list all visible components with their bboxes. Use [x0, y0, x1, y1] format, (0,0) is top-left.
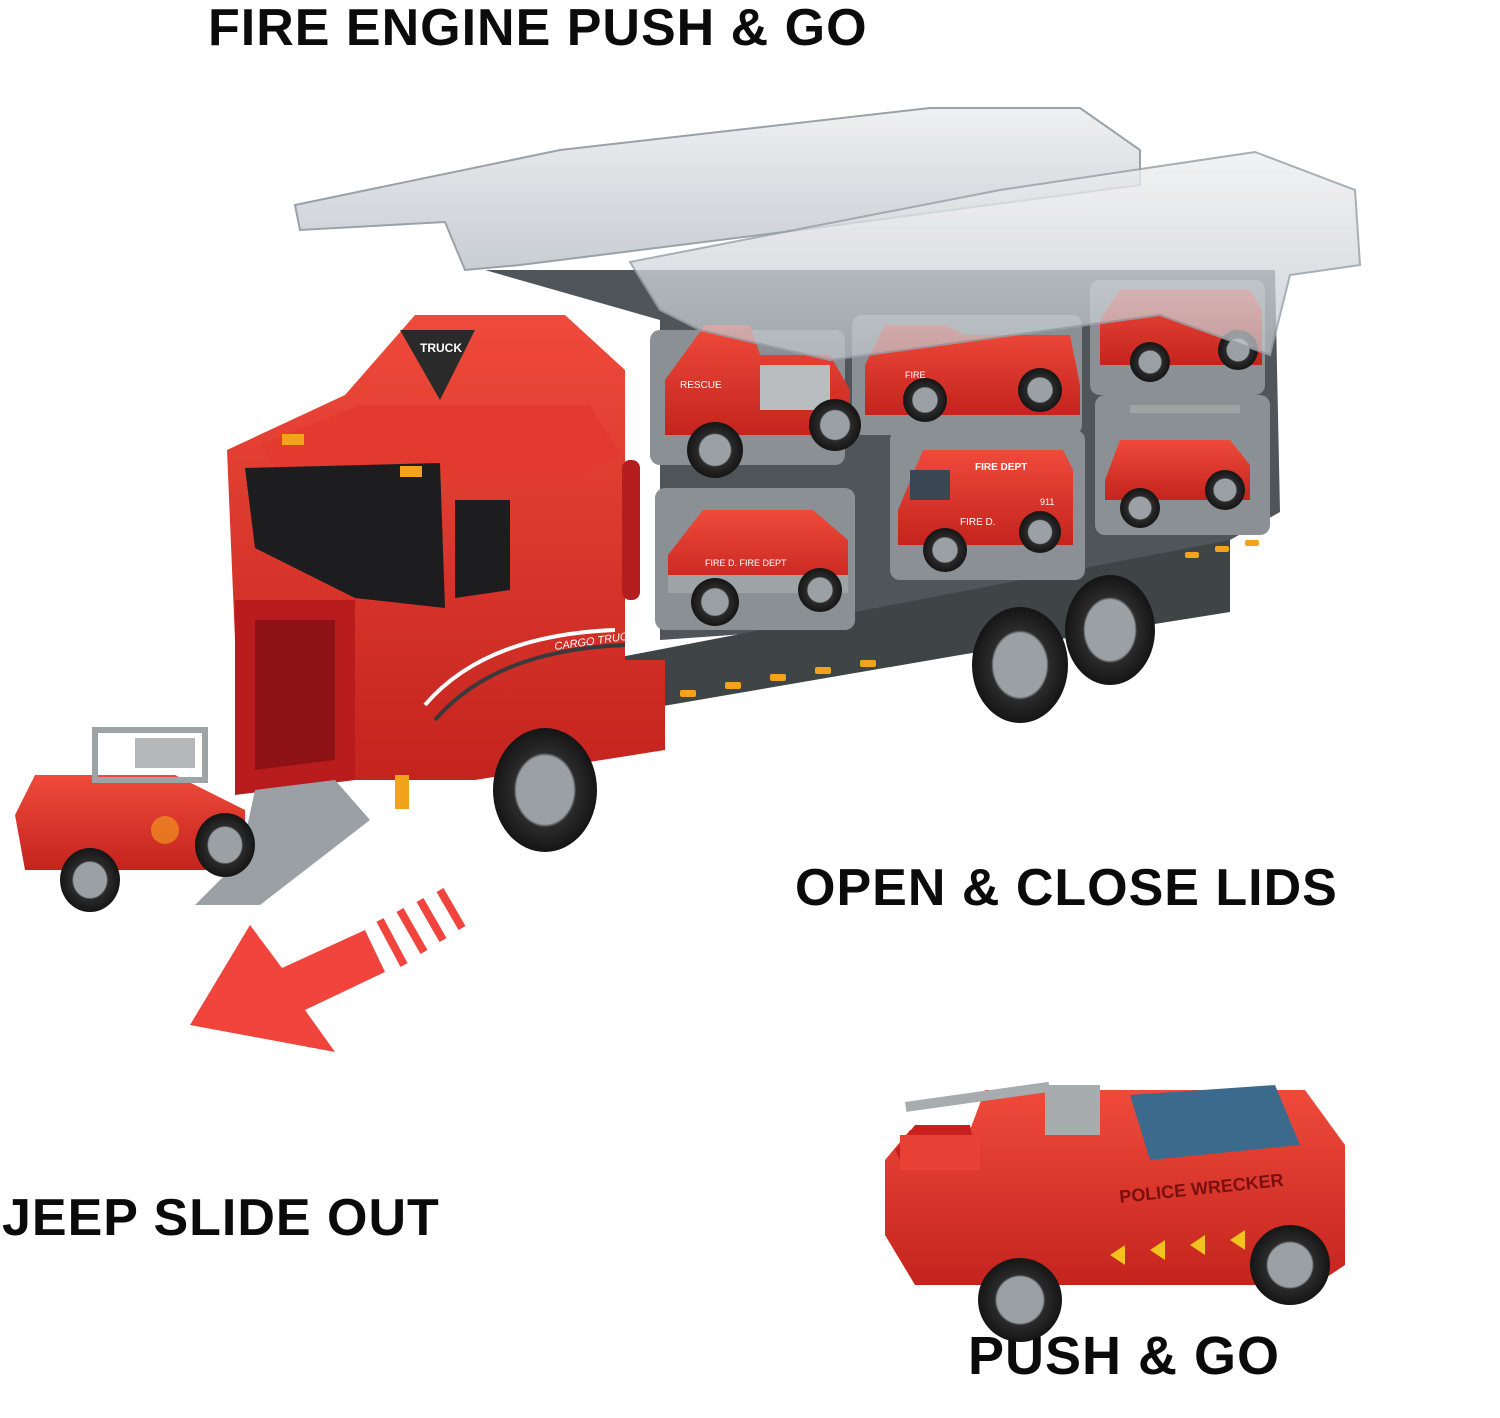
slide-out-jeep — [15, 727, 255, 912]
mini-fire-suv: FIRE D. FIRE DEPT — [668, 510, 848, 626]
caption-fire-engine-push-go: FIRE ENGINE PUSH & GO — [208, 0, 868, 57]
slide-out-arrow — [190, 887, 466, 1052]
side-reflectors — [680, 540, 1259, 697]
truck-logo — [400, 330, 475, 400]
caption-open-close-lids: OPEN & CLOSE LIDS — [795, 859, 1338, 917]
carrier-truck: RESCUE FIRE FIRE D. FIRE DEPT — [195, 107, 1362, 905]
mini-van-label-3: 911 — [1040, 497, 1054, 507]
caption-jeep-slide-out: JEEP SLIDE OUT — [2, 1189, 440, 1247]
mini-fire-van: FIRE DEPT FIRE D. 911 — [898, 450, 1073, 572]
mini-van-label: FIRE DEPT — [975, 462, 1027, 473]
push-go-fire-engine: POLICE WRECKER — [885, 1081, 1345, 1342]
engine-chevrons — [1110, 1230, 1245, 1265]
jeep-ramp — [195, 780, 370, 905]
mini-fire-jeep — [1105, 405, 1250, 528]
truck-wheels — [493, 575, 1155, 852]
clear-lids — [293, 107, 1362, 362]
mini-suv-label: FIRE D. FIRE DEPT — [705, 558, 787, 568]
truck-logo-text: TRUCK — [420, 341, 462, 355]
mini-rescue-truck: RESCUE — [665, 325, 861, 478]
compartment-vehicles: RESCUE FIRE FIRE D. FIRE DEPT — [665, 290, 1262, 626]
truck-cab: CARGO TRUCK TRUCK — [227, 315, 665, 809]
mini-fire-label: FIRE — [905, 370, 926, 380]
mini-van-label-2: FIRE D. — [960, 517, 996, 528]
mini-rescue-label: RESCUE — [680, 380, 722, 391]
